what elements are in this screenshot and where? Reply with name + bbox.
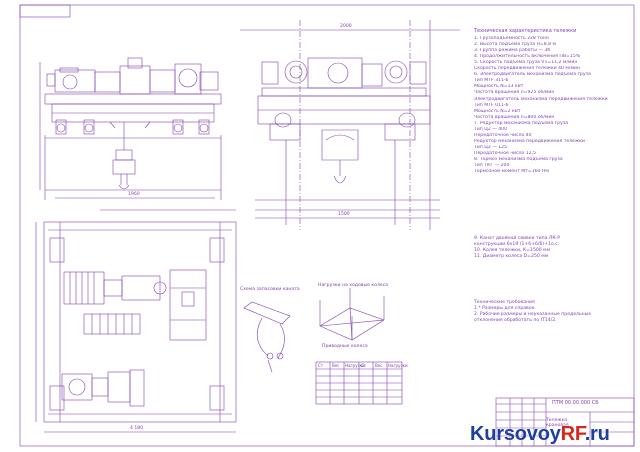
tech-line: 6. Электродвигатель механизма подъема гр… xyxy=(474,72,591,78)
tech-line: 11. Диаметр колеса D=250 мм xyxy=(474,254,549,260)
table-header: Ст xyxy=(361,363,367,368)
loads-table xyxy=(315,361,403,405)
tech-line: 3. Группа режима работы — 3К xyxy=(474,48,551,54)
tech-line: Тип Ц2 — 400 xyxy=(474,126,508,132)
top-left-box xyxy=(19,4,71,18)
tech-line: Тип МТF 311-6 xyxy=(474,78,509,84)
table-header: Вес xyxy=(332,363,340,368)
tech-line: 9. Канат двойной свивки типа ЛК-Р xyxy=(474,236,561,241)
tech-line: Передаточное число 40 xyxy=(474,132,532,138)
tech-line: 2. Высота подъема груза Н=8,8 м xyxy=(474,42,557,48)
tech-line: Тормозной момент Мт=160 Нм xyxy=(474,169,549,175)
req-title: Технические требования xyxy=(474,300,535,305)
site-logo: KursovoyRF.ru xyxy=(470,423,610,446)
req-line: 2. Рабочие размеры и неуказанные предель… xyxy=(474,312,592,318)
dim-side: 1500 xyxy=(338,212,350,217)
stamp-name: Тележка крановая xyxy=(546,418,569,428)
req-line: отклонения обработать по IT14/2. xyxy=(474,318,557,324)
tech-line: 5. Скорость подъема груза V1=11,2 м/мин xyxy=(474,60,578,66)
tech-line: Тип ТКГ — 200 xyxy=(474,163,510,169)
tech-line: Мощность N=2 кВт xyxy=(474,108,521,114)
logo-part3: .ru xyxy=(584,423,610,445)
tech-line: 4. Продолжительность включения ПВ=15% xyxy=(474,54,581,60)
side-view xyxy=(240,20,460,230)
dim-top: 2000 xyxy=(340,24,352,29)
req-line: 1.* Размеры для справок. xyxy=(474,306,536,312)
tech-line: 10. Колея тележки, К=1500 мм xyxy=(474,248,551,254)
rope-scheme-label: Схема запасовки каната xyxy=(240,287,300,292)
tech-line: Мощность N=13 кВт xyxy=(474,84,524,90)
title-block xyxy=(495,397,635,447)
tech-characteristics-continued: 9. Канат двойной свивки типа ЛК-Р констр… xyxy=(474,236,634,260)
tech-line: Передаточное число 12,5 xyxy=(474,150,536,156)
table-header: Нагрузки xyxy=(345,363,365,368)
tech-line: конструкции 6х19 (1+6+6/6)+1о.с. xyxy=(474,242,560,248)
front-view xyxy=(39,57,222,200)
table-header: Вес xyxy=(375,363,383,368)
table-header: Ст xyxy=(318,363,324,368)
tech-line: 8. Тормоз механизма подъема груза xyxy=(474,156,563,162)
tech-line: Тип Ц2 — 125 xyxy=(474,144,508,150)
loads-scheme-label: Нагрузки на ходовые колеса xyxy=(318,283,389,288)
loads-scheme xyxy=(319,288,385,341)
dim-main: 1960 xyxy=(128,192,140,197)
tech-line: 7. Редуктор механизма подъема груза xyxy=(474,120,569,126)
sheet-border xyxy=(19,4,635,447)
plan-view xyxy=(35,209,237,433)
dim-bottom: 4 180 xyxy=(130,426,144,431)
tech-line: 1. Грузоподъемность 2х8 тонн xyxy=(474,36,549,42)
tech-characteristics: Техническая характеристика тележки 1. Гр… xyxy=(474,28,634,175)
stamp-code: ПТМ 00.00.000 СБ xyxy=(552,400,599,406)
tech-line: Редуктор механизма передвижения тележки xyxy=(474,138,585,144)
rope-scheme xyxy=(243,301,291,373)
tech-line: Частота вращения n=800 об/мин xyxy=(474,114,555,120)
table-header: Нагрузки xyxy=(388,363,408,368)
logo-part1: Kursovoy xyxy=(470,423,561,445)
wheel-scheme-label: Приводные колеса xyxy=(322,344,368,349)
stamp: ПТМ 00.00.000 СБ Тележка крановая xyxy=(496,398,634,446)
tech-title: Техническая характеристика тележки xyxy=(474,28,577,34)
logo-part2: RF xyxy=(560,423,585,445)
tech-line: Частота вращения n=925 об/мин xyxy=(474,90,555,96)
technical-requirements: Технические требования 1.* Размеры для с… xyxy=(474,300,634,324)
tech-line: Электродвигатель механизма передвижения … xyxy=(474,96,608,102)
tech-line: Скорость передвижения тележки 40 м/мин xyxy=(474,66,580,72)
tech-line: Тип МТF 011-6 xyxy=(474,102,509,108)
